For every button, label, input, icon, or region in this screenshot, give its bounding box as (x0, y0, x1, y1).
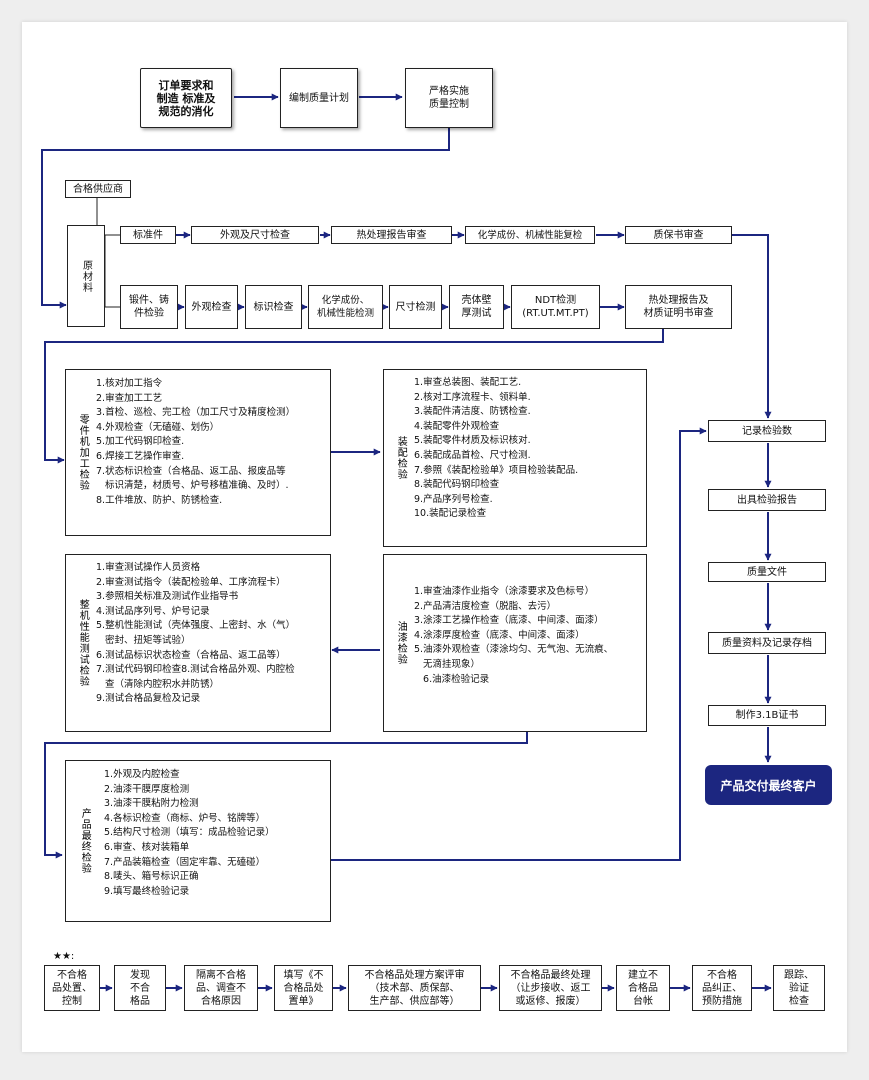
paint-inspection-box: 油漆检验 1.审查油漆作业指令（涂漆要求及色标号） 2.产品清洁度检查（脱脂、去… (383, 554, 647, 732)
test-item-1: 1.审查测试操作人员资格 (96, 562, 201, 573)
find-nonconforming-box: 发现 不合 格品 (114, 965, 166, 1011)
marking-check-box: 标识检查 (245, 285, 302, 329)
certificate-3-1b-box: 制作3.1B证书 (708, 705, 826, 726)
final-disposal-box: 不合格品最终处理 （让步接收、返工 或返修、报废） (499, 965, 602, 1011)
chemical-mechanical-test-box: 化学成份、 机械性能检测 (308, 285, 383, 329)
paint-item-5b: 无滴挂现象） (414, 658, 481, 670)
final-item-3: 3.油漆干膜粘附力检测 (104, 798, 199, 810)
material-certificate-review-box: 热处理报告及 材质证明书审查 (625, 285, 732, 329)
paint-item-5: 5.油漆外观检查（漆涂均匀、无气泡、无流痕、 (414, 644, 614, 656)
final-product-inspection-box: 产品最终检验 1.外观及内腔检查 2.油漆干膜厚度检测 3.油漆干膜粘附力检测 … (65, 760, 331, 922)
paint-label: 油漆检验 (395, 621, 407, 665)
nonconforming-control-box: 不合格 品处置、 控制 (44, 965, 100, 1011)
ndt-test-box: NDT检测 (RT.UT.MT.PT) (511, 285, 600, 329)
chemical-mechanical-recheck-box: 化学成份、机械性能复检 (465, 226, 595, 244)
paint-item-6: 6.油漆检验记录 (414, 673, 490, 685)
test-item-5: 5.整机性能测试（壳体强度、上密封、水（气） (96, 620, 296, 632)
wall-thickness-test-box: 壳体壁 厚测试 (449, 285, 504, 329)
assembly-item-10: 10.装配记录检查 (414, 508, 487, 520)
final-item-9: 9.填写最终检验记录 (104, 885, 190, 897)
test-item-7: 7.测试代码钢印检查8.测试合格品外观、内腔检 (96, 664, 295, 676)
test-item-5b: 密封、扭矩等试验） (96, 634, 191, 646)
parts-item-7: 7.状态标识检查（合格品、返工品、报废品等 (96, 465, 286, 477)
appearance-check-box: 外观检查 (185, 285, 238, 329)
dimension-test-box: 尺寸检测 (389, 285, 442, 329)
quality-documents-box: 质量文件 (708, 562, 826, 582)
final-item-8: 8.唛头、箱号标识正确 (104, 871, 199, 883)
order-requirements-box: 订单要求和 制造 标准及 规范的消化 (140, 68, 232, 128)
test-item-9: 9.测试合格品复检及记录 (96, 693, 201, 705)
parts-item-1: 1.核对加工指令 (96, 378, 163, 389)
fill-disposal-form-box: 填写《不 合格品处 置单》 (274, 965, 333, 1011)
final-item-2: 2.油漆干膜厚度检测 (104, 783, 190, 795)
raw-material-box: 原材料 (67, 225, 105, 327)
assembly-item-7: 7.参照《装配检验单》项目检验装配品. (414, 464, 579, 476)
assembly-item-9: 9.产品序列号检查. (414, 493, 493, 505)
parts-machining-label: 零件机加工检验 (77, 414, 89, 491)
test-item-2: 2.审查测试指令（装配检验单、工序流程卡） (96, 576, 286, 588)
paint-item-4: 4.涂漆厚度检查（底漆、中间漆、面漆） (414, 629, 585, 641)
corrective-preventive-box: 不合格 品纠正、 预防措施 (692, 965, 752, 1011)
assembly-label: 装配检验 (395, 436, 407, 480)
standard-parts-box: 标准件 (120, 226, 176, 244)
nonconforming-ledger-box: 建立不 合格品 台帐 (616, 965, 670, 1011)
paint-item-3: 3.涂漆工艺操作检查（底漆、中间漆、面漆） (414, 615, 604, 627)
parts-item-6: 6.焊接工艺操作审查. (96, 450, 185, 462)
parts-item-2: 2.审查加工工艺 (96, 392, 163, 404)
final-item-7: 7.产品装箱检查（固定牢靠、无磕碰） (104, 856, 266, 868)
forging-casting-inspection-box: 锻件、铸 件检验 (120, 285, 178, 329)
performance-test-label: 整机性能测试检验 (77, 599, 89, 687)
appearance-size-check-box: 外观及尺寸检查 (191, 226, 319, 244)
test-item-4: 4.测试品序列号、炉号记录 (96, 605, 210, 617)
record-inspection-data-box: 记录检验数 (708, 420, 826, 442)
archive-records-box: 质量资料及记录存档 (708, 632, 826, 654)
track-verify-box: 跟踪、 验证 检查 (773, 965, 825, 1011)
disposal-plan-review-box: 不合格品处理方案评审 （技术部、质保部、 生产部、供应部等） (348, 965, 481, 1011)
final-item-4: 4.各标识检查（商标、炉号、铭牌等） (104, 812, 266, 824)
deliver-to-customer-box: 产品交付最终客户 (705, 765, 832, 805)
assembly-item-8: 8.装配代码钢印检查 (414, 479, 500, 491)
quality-plan-box: 编制质量计划 (280, 68, 358, 128)
parts-item-3: 3.首检、巡检、完工检（加工尺寸及精度检测） (96, 407, 296, 419)
issue-inspection-report-box: 出具检验报告 (708, 489, 826, 511)
assembly-item-3: 3.装配件清洁度、防锈检查. (414, 406, 531, 418)
quality-certificate-review-box: 质保书审查 (625, 226, 732, 244)
final-item-5: 5.结构尺寸检测（填写：成品检验记录） (104, 827, 275, 839)
parts-item-8: 8.工件堆放、防护、防锈检查. (96, 494, 223, 506)
assembly-inspection-box: 装配检验 1.审查总装图、装配工艺. 2.核对工序流程卡、领料单. 3.装配件清… (383, 369, 647, 547)
test-item-7b: 查（清除内腔积水并防锈） (96, 678, 220, 690)
performance-test-box: 整机性能测试检验 1.审查测试操作人员资格 2.审查测试指令（装配检验单、工序流… (65, 554, 331, 732)
assembly-item-6: 6.装配成品首检、尺寸检测. (414, 449, 531, 461)
assembly-item-5: 5.装配零件材质及标识核对. (414, 435, 531, 447)
parts-item-4: 4.外观检查（无磕碰、划伤） (96, 421, 220, 433)
paint-item-2: 2.产品清洁度检查（脱脂、去污） (414, 600, 557, 612)
parts-machining-inspection-box: 零件机加工检验 1.核对加工指令 2.审查加工工艺 3.首检、巡检、完工检（加工… (65, 369, 331, 536)
qualified-supplier-box: 合格供应商 (65, 180, 131, 198)
final-inspection-label: 产品最终检验 (79, 808, 91, 874)
test-item-3: 3.参照相关标准及测试作业指导书 (96, 591, 239, 603)
parts-item-5: 5.加工代码钢印检查. (96, 436, 185, 448)
assembly-item-1: 1.审查总装图、装配工艺. (414, 377, 522, 388)
paint-item-1: 1.审查油漆作业指令（涂漆要求及色标号） (414, 586, 595, 597)
heat-treatment-review-box: 热处理报告审查 (331, 226, 452, 244)
final-item-1: 1.外观及内腔检查 (104, 769, 180, 780)
stars-mark: ★★: (53, 951, 75, 962)
isolate-investigate-box: 隔离不合格 品、调查不 合格原因 (184, 965, 258, 1011)
assembly-item-2: 2.核对工序流程卡、领料单. (414, 391, 531, 403)
parts-item-7b: 标识清楚，材质号、炉号移植准确、及时）. (96, 480, 289, 492)
final-item-6: 6.审查、核对装箱单 (104, 841, 190, 853)
assembly-item-4: 4.装配零件外观检查 (414, 420, 500, 432)
test-item-6: 6.测试品标识状态检查（合格品、返工品等） (96, 649, 286, 661)
quality-control-box: 严格实施 质量控制 (405, 68, 493, 128)
